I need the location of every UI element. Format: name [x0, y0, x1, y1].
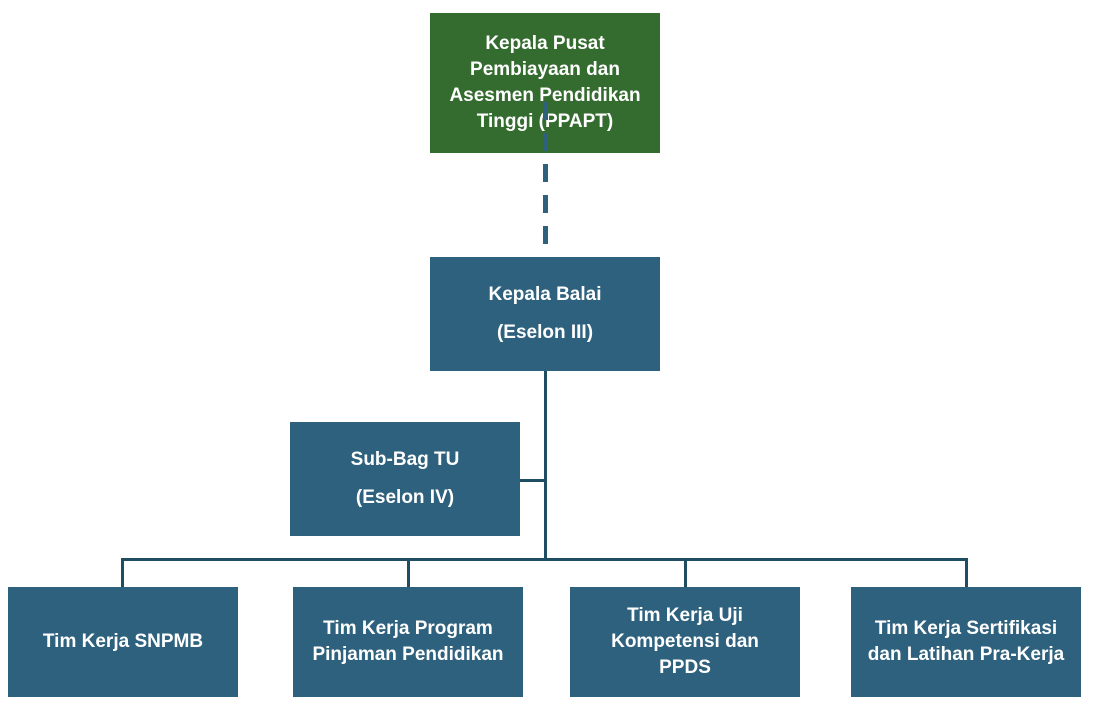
org-node-tim-kerja-uji: Tim Kerja Uji Kompetensi dan PPDS	[570, 587, 800, 697]
org-node-ppapt-line-2: Pembiayaan dan	[470, 59, 620, 80]
org-node-ppapt: Kepala Pusat Pembiayaan dan Asesmen Pend…	[430, 13, 660, 153]
org-node-tim-kerja-uji-line-2: Kompetensi dan	[611, 631, 759, 652]
org-node-ppapt-line-4: Tinggi (PPAPT)	[476, 111, 614, 132]
org-node-tim-kerja-snpmb-line-1: Tim Kerja SNPMB	[42, 631, 204, 652]
org-node-kepala-balai: Kepala Balai (Eselon III)	[430, 257, 660, 371]
org-node-tim-kerja-pinjaman-line-1: Tim Kerja Program	[323, 618, 493, 639]
org-node-tim-kerja-sertifikasi: Tim Kerja Sertifikasi dan Latihan Pra-Ke…	[851, 587, 1081, 697]
org-node-kepala-balai-line-2: (Eselon III)	[496, 322, 594, 343]
org-node-ppapt-line-3: Asesmen Pendidikan	[449, 85, 641, 106]
org-node-tim-kerja-uji-line-1: Tim Kerja Uji	[627, 605, 743, 626]
org-node-sub-bag-tu: Sub-Bag TU (Eselon IV)	[290, 422, 520, 536]
org-node-ppapt-line-1: Kepala Pusat	[485, 33, 605, 54]
org-node-tim-kerja-snpmb: Tim Kerja SNPMB	[8, 587, 238, 697]
org-node-tim-kerja-sertifikasi-line-2: dan Latihan Pra-Kerja	[867, 644, 1065, 665]
org-node-tim-kerja-pinjaman-line-2: Pinjaman Pendidikan	[312, 644, 504, 665]
org-node-sub-bag-tu-line-1: Sub-Bag TU	[350, 449, 460, 470]
org-node-tim-kerja-sertifikasi-line-1: Tim Kerja Sertifikasi	[874, 618, 1058, 639]
org-node-tim-kerja-pinjaman: Tim Kerja Program Pinjaman Pendidikan	[293, 587, 523, 697]
org-node-sub-bag-tu-line-2: (Eselon IV)	[355, 487, 455, 508]
org-node-tim-kerja-uji-line-3: PPDS	[659, 657, 711, 678]
org-node-kepala-balai-line-1: Kepala Balai	[488, 284, 602, 305]
